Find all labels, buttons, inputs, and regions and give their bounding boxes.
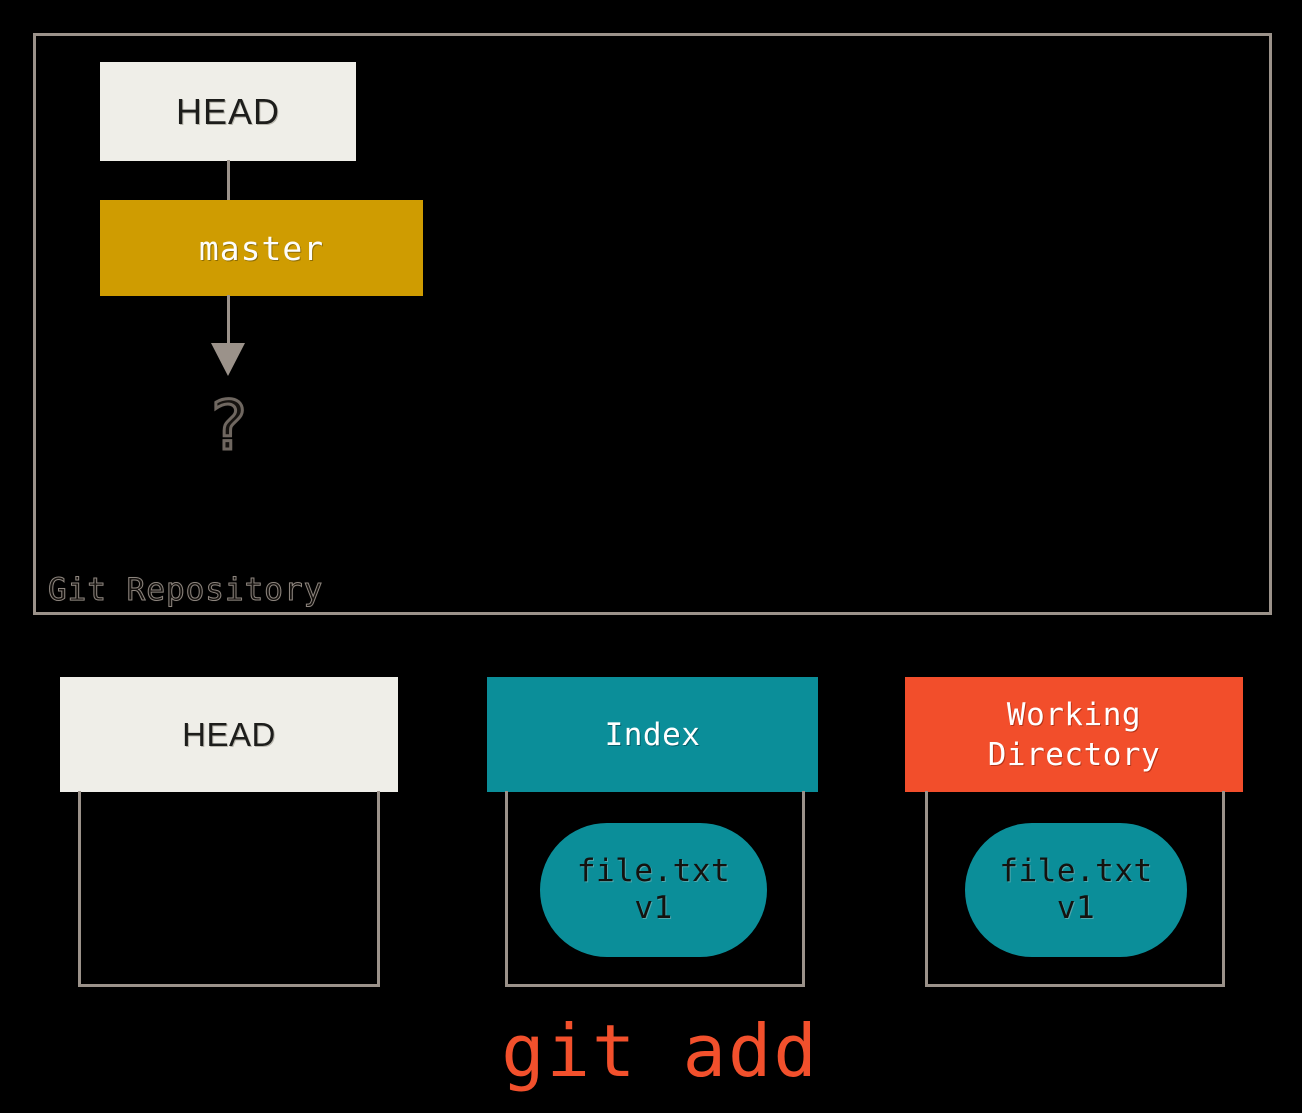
- git-command-caption: git add: [501, 1009, 819, 1093]
- working-directory-file-blob: file.txt v1: [965, 823, 1187, 957]
- repo-head-box: HEAD: [100, 62, 356, 161]
- repo-master-branch-box: master: [100, 200, 423, 296]
- git-repository-frame: [33, 33, 1272, 615]
- git-repository-label: Git Repository: [47, 572, 324, 609]
- area-well-working-directory: [925, 791, 1225, 987]
- index-file-name: file.txt: [576, 853, 731, 889]
- area-header-index: Index: [487, 677, 818, 792]
- commit-placeholder-label: ?: [209, 387, 248, 466]
- area-well-head: [78, 791, 380, 987]
- area-header-index-label: Index: [604, 716, 701, 753]
- index-file-version: v1: [634, 890, 673, 926]
- repo-head-label: HEAD: [175, 90, 281, 132]
- index-file-blob: file.txt v1: [540, 823, 767, 957]
- area-header-working-directory: Working Directory: [905, 677, 1243, 792]
- working-directory-file-version: v1: [1056, 890, 1096, 926]
- connector-master-to-commit: [227, 295, 230, 347]
- connector-head-to-master: [227, 160, 230, 202]
- repo-master-branch-label: master: [198, 228, 325, 268]
- area-header-head-label: HEAD: [182, 715, 276, 753]
- arrow-down-icon: [211, 343, 245, 376]
- working-directory-file-name: file.txt: [999, 853, 1153, 889]
- area-header-head: HEAD: [60, 677, 398, 792]
- area-well-index: [505, 791, 805, 987]
- area-header-working-directory-label: Working Directory: [987, 696, 1161, 773]
